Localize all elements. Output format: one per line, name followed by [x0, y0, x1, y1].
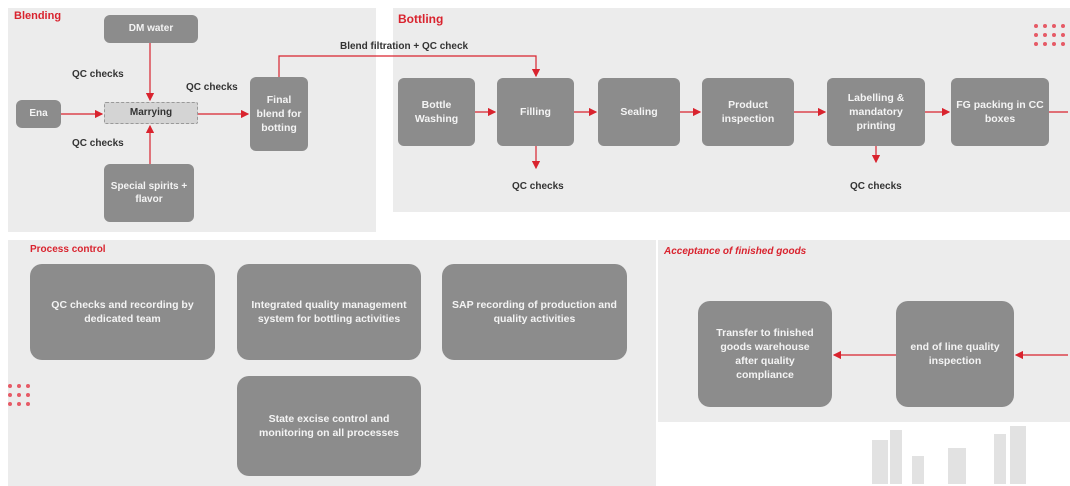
sap-recording-box: SAP recording of production and quality …: [442, 264, 627, 360]
end-of-line-box: end of line quality inspection: [896, 301, 1014, 407]
state-excise-box: State excise control and monitoring on a…: [237, 376, 421, 476]
fg-packing-box: FG packing in CC boxes: [951, 78, 1049, 146]
bottling-title: Bottling: [398, 12, 444, 26]
product-inspection-box: Product inspection: [702, 78, 794, 146]
process-control-title: Process control: [30, 244, 106, 255]
special-spirits-box: Special spirits + flavor: [104, 164, 194, 222]
qc-checks-label: QC checks: [72, 138, 124, 149]
qc-checks-label: QC checks: [186, 82, 238, 93]
integrated-qms-box: Integrated quality management system for…: [237, 264, 421, 360]
filling-box: Filling: [497, 78, 574, 146]
transfer-warehouse-box: Transfer to finished goods warehouse aft…: [698, 301, 832, 407]
buildings-graphic: [872, 426, 1026, 484]
blending-title: Blending: [14, 10, 62, 22]
qc-recording-box: QC checks and recording by dedicated tea…: [30, 264, 215, 360]
bottle-washing-box: Bottle Washing: [398, 78, 475, 146]
marrying-box: Marrying: [104, 102, 198, 124]
filtration-label-text: Blend filtration + QC check: [340, 41, 469, 52]
dm-water-box: DM water: [104, 15, 198, 43]
qc-checks-label: QC checks: [850, 181, 902, 192]
filtration-label: Blend filtration + QC check: [340, 40, 475, 55]
final-blend-box: Final blend for botting: [250, 77, 308, 151]
qc-checks-label: QC checks: [512, 181, 564, 192]
dots-decoration: [1034, 24, 1065, 46]
ena-box: Ena: [16, 100, 61, 128]
qc-checks-label: QC checks: [72, 69, 124, 80]
sealing-box: Sealing: [598, 78, 680, 146]
acceptance-title: Acceptance of finished goods: [664, 246, 807, 257]
dots-decoration: [8, 384, 30, 406]
labelling-box: Labelling & mandatory printing: [827, 78, 925, 146]
